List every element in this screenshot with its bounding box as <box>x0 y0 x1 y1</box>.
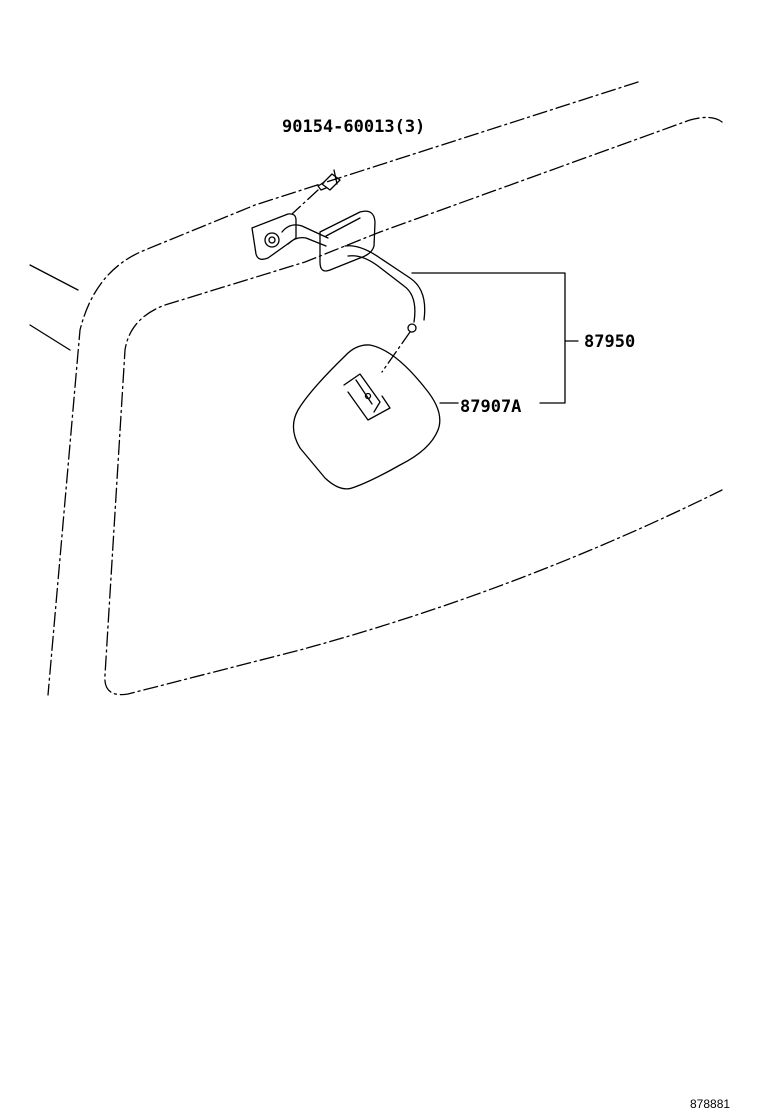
mirror-stay-bracket <box>251 210 426 373</box>
figure-id-label: 878881 <box>690 1097 730 1111</box>
mirror-callout-label: 87907A <box>460 397 521 417</box>
leader-lines <box>411 272 579 404</box>
screw-callout-label: 90154-60013(3) <box>282 117 425 137</box>
assembly-callout-label: 87950 <box>584 332 635 352</box>
cab-frame-outline <box>29 81 723 696</box>
screw-part <box>291 169 341 215</box>
mirror-part <box>292 344 441 490</box>
